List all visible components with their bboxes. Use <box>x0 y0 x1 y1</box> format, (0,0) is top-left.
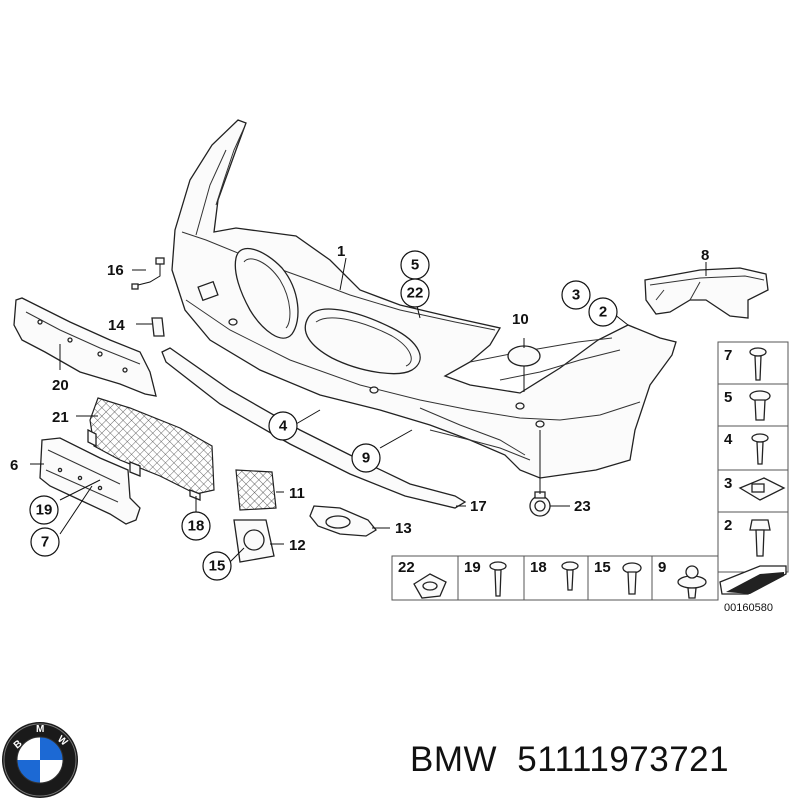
svg-text:M: M <box>36 724 44 735</box>
clip-14 <box>151 317 165 337</box>
callout-9-circle <box>351 443 381 473</box>
leader-lines <box>30 257 707 563</box>
callout-11: 11 <box>289 485 305 502</box>
callout-14: 14 <box>108 317 125 334</box>
callout-19-circle <box>29 495 59 525</box>
legend-right-5: 5 <box>724 389 732 406</box>
bmw-logo: B M W <box>2 722 78 798</box>
callout-13: 13 <box>395 520 412 537</box>
legend-right: 7 5 4 3 2 <box>717 341 789 573</box>
callout-8: 8 <box>701 247 709 264</box>
callout-3-circle <box>561 280 591 310</box>
callouts: 1 5 22 10 3 2 8 16 14 20 21 4 9 6 19 7 1… <box>10 243 709 581</box>
callout-12: 12 <box>289 537 306 554</box>
diagram-number: 00160580 <box>724 602 773 614</box>
part-caption: BMW 51111973721 <box>410 740 790 790</box>
callout-1: 1 <box>337 243 345 260</box>
callout-18-circle <box>181 511 211 541</box>
grille-insert <box>235 469 277 511</box>
fog-light-cover <box>233 519 275 563</box>
callout-19: 19 <box>36 502 53 519</box>
caption-brand: BMW <box>410 740 498 779</box>
legend-right-4: 4 <box>724 431 733 448</box>
callout-15-circle <box>202 551 232 581</box>
wire-harness <box>131 257 165 290</box>
callout-4-circle <box>268 411 298 441</box>
bumper-cover <box>171 119 677 479</box>
trim-strip <box>161 347 467 509</box>
callout-7-circle <box>30 527 60 557</box>
callout-7: 7 <box>41 534 49 551</box>
legend-bottom-19: 19 <box>464 559 481 576</box>
pdc-sensor <box>529 491 551 517</box>
callout-4: 4 <box>279 418 288 435</box>
callout-22-circle <box>400 278 430 308</box>
callout-23: 23 <box>574 498 591 515</box>
legend-bottom-22: 22 <box>398 559 415 576</box>
legend-right-7: 7 <box>724 347 732 364</box>
air-duct-bracket <box>644 267 769 319</box>
legend-bottom-15: 15 <box>594 559 611 576</box>
license-plate-bracket <box>39 437 141 525</box>
tow-hook-cover <box>507 345 541 367</box>
center-grille <box>87 397 215 501</box>
callout-16: 16 <box>107 262 124 279</box>
callout-17: 17 <box>470 498 487 515</box>
callout-18: 18 <box>188 518 205 535</box>
callout-5: 5 <box>411 257 419 274</box>
legend-right-2: 2 <box>724 517 732 534</box>
caption-part-number: 51111973721 <box>517 740 730 779</box>
callout-10: 10 <box>512 311 529 328</box>
callout-20: 20 <box>52 377 69 394</box>
legend-right-3: 3 <box>724 475 732 492</box>
callout-3: 3 <box>572 287 580 304</box>
callout-9: 9 <box>362 450 370 467</box>
callout-21: 21 <box>52 409 69 426</box>
legend-bottom-9: 9 <box>658 559 666 576</box>
legend-bottom: 22 19 18 15 9 <box>391 555 787 601</box>
bumper-carrier <box>13 297 157 397</box>
callout-2: 2 <box>599 304 607 321</box>
callout-22: 22 <box>407 285 424 302</box>
fog-bezel <box>309 505 377 537</box>
callout-15: 15 <box>209 558 226 575</box>
callout-6: 6 <box>10 457 18 474</box>
legend-bottom-18: 18 <box>530 559 547 576</box>
callout-2-circle <box>588 297 618 327</box>
